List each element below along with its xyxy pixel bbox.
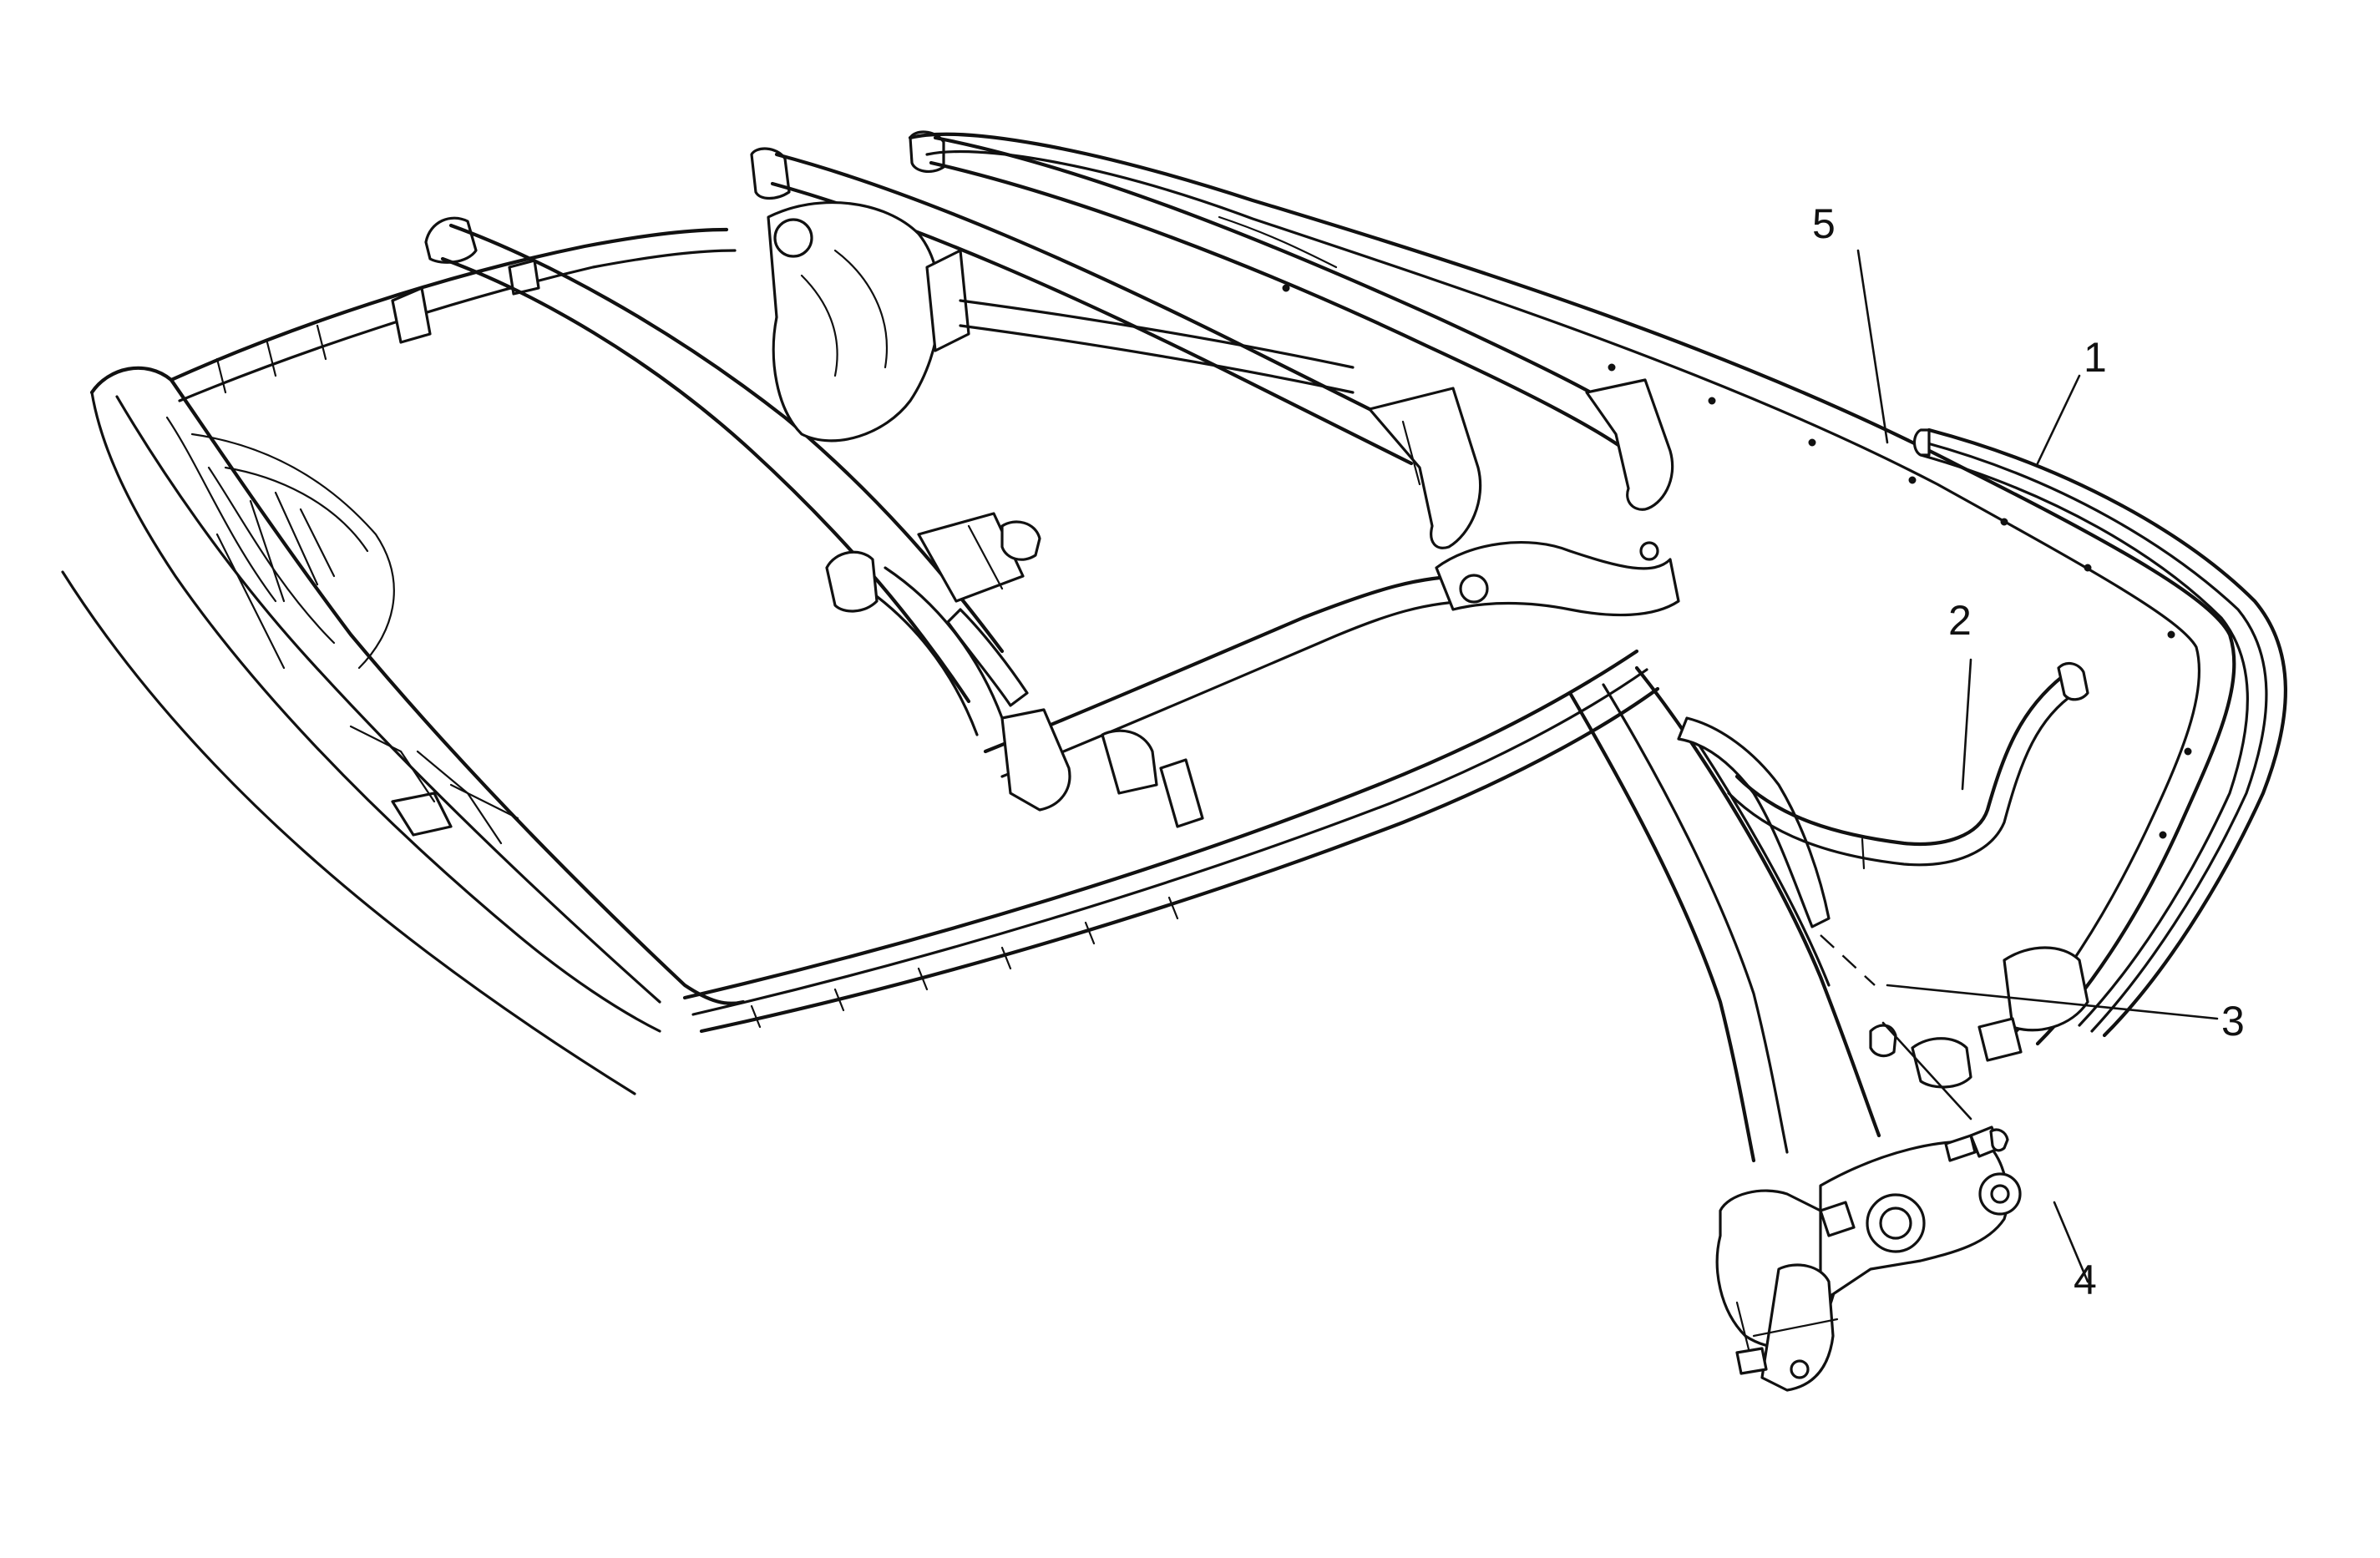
center-pivot-linkage [825,520,1041,736]
leader-line-4 [2053,1201,2089,1283]
leader-line-1 [2036,374,2081,465]
leader-line-2 [1961,658,1972,791]
leader-line-5 [1856,249,1889,444]
rear-pivot-bracket [767,200,1355,443]
weatherstrip [1912,427,2287,1038]
callout-5: 5 [1812,200,1836,247]
hinge-bracket-assembly [1715,1134,2022,1392]
body-outline [61,570,636,1095]
rear-outer-rail [908,132,2236,1046]
callout-labels: 1 2 3 4 5 [1812,200,2245,1303]
windshield-header-frame [89,366,746,1033]
upper-side-rail [169,227,737,402]
front-bow [424,216,1029,707]
callout-2: 2 [1948,597,1972,644]
callout-3: 3 [2221,998,2245,1045]
install-axis-dashed [1820,934,1876,986]
leader-line-3 [1886,984,2219,1020]
rear-lower-bracket [1869,946,2089,1089]
quarter-hinge-pillar [1567,665,1881,1163]
rear-cable [1727,661,2089,870]
fastener-bolt [1969,1126,2009,1158]
lower-side-rail [682,649,1660,1034]
third-bow [909,130,1674,511]
callout-4: 4 [2074,1257,2097,1303]
callout-1: 1 [2084,334,2107,381]
leader-lines [1856,249,2219,1283]
middle-linkage-rail [983,540,1680,812]
